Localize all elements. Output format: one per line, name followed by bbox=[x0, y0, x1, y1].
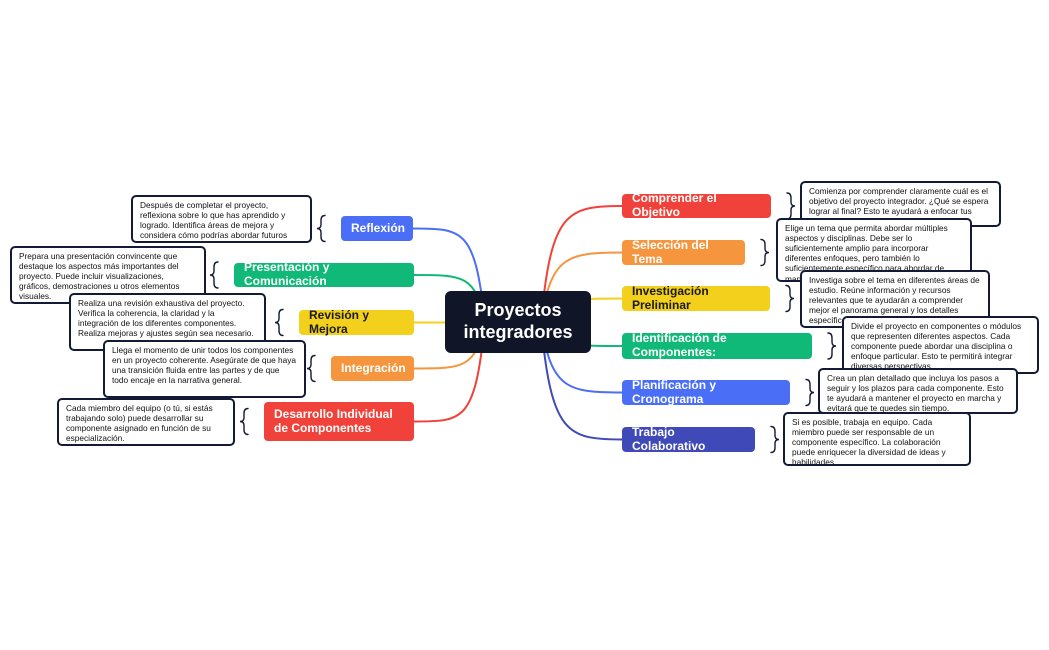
brace-left-4 bbox=[239, 407, 249, 436]
brace-left-2 bbox=[274, 308, 284, 337]
brace-left-1 bbox=[209, 261, 219, 289]
topic-label: Selección del Tema bbox=[632, 237, 709, 266]
topic-planificacion-y-cronograma[interactable]: Planificación y Cronograma bbox=[622, 377, 790, 406]
topic-label: Identificación de Componentes: bbox=[632, 331, 727, 359]
topic-label: Integración bbox=[341, 360, 406, 375]
note-identificacion-de-componentes[interactable]: Divide el proyecto en componentes o módu… bbox=[842, 316, 1039, 374]
root-topic-label: Proyectos integradores bbox=[463, 300, 573, 342]
brace-right-0 bbox=[786, 192, 796, 220]
topic-label: Planificación y Cronograma bbox=[632, 377, 717, 406]
topic-identificacion-de-componentes[interactable]: Identificación de Componentes: bbox=[622, 331, 812, 359]
topic-presentacion-y-comunicacion[interactable]: Presentación y Comunicación bbox=[234, 260, 414, 288]
topic-seleccion-del-tema[interactable]: Selección del Tema bbox=[622, 237, 745, 266]
topic-label: Investigación Preliminar bbox=[632, 283, 709, 312]
note-planificacion-y-cronograma[interactable]: Crea un plan detallado que incluya los p… bbox=[818, 368, 1018, 414]
brace-left-0 bbox=[316, 214, 326, 243]
brace-right-5 bbox=[770, 425, 780, 454]
root-topic[interactable]: Proyectos integradores bbox=[445, 291, 591, 353]
topic-label: Revisión y Mejora bbox=[309, 307, 370, 336]
topic-investigacion-preliminar[interactable]: Investigación Preliminar bbox=[622, 283, 770, 312]
topic-label: Reflexión bbox=[351, 220, 406, 235]
topic-revision-y-mejora[interactable]: Revisión y Mejora bbox=[299, 307, 414, 336]
topic-label: Trabajo Colaborativo bbox=[632, 424, 706, 453]
brace-right-1 bbox=[760, 238, 770, 267]
topic-integracion[interactable]: Integración bbox=[331, 356, 414, 381]
topic-label: Desarrollo Individual de Componentes bbox=[274, 406, 393, 435]
topic-label: Presentación y Comunicación bbox=[244, 260, 330, 288]
brace-right-2 bbox=[785, 284, 795, 313]
note-desarrollo-individual-de-componentes[interactable]: Cada miembro del equipo (o tú, si estás … bbox=[57, 398, 235, 446]
topic-comprender-el-objetivo[interactable]: Comprender el Objetivo bbox=[622, 191, 771, 219]
topic-trabajo-colaborativo[interactable]: Trabajo Colaborativo bbox=[622, 424, 755, 453]
note-trabajo-colaborativo[interactable]: Si es posible, trabaja en equipo. Cada m… bbox=[783, 412, 971, 466]
topic-desarrollo-individual-de-componentes[interactable]: Desarrollo Individual de Componentes bbox=[264, 402, 414, 441]
note-integracion[interactable]: Llega el momento de unir todos los compo… bbox=[103, 340, 306, 398]
topic-reflexion[interactable]: Reflexión bbox=[341, 216, 413, 241]
brace-right-3 bbox=[827, 332, 837, 360]
brace-left-3 bbox=[306, 354, 316, 383]
note-reflexion[interactable]: Después de completar el proyecto, reflex… bbox=[131, 195, 312, 243]
topic-label: Comprender el Objetivo bbox=[632, 191, 717, 219]
brace-right-4 bbox=[805, 378, 815, 407]
